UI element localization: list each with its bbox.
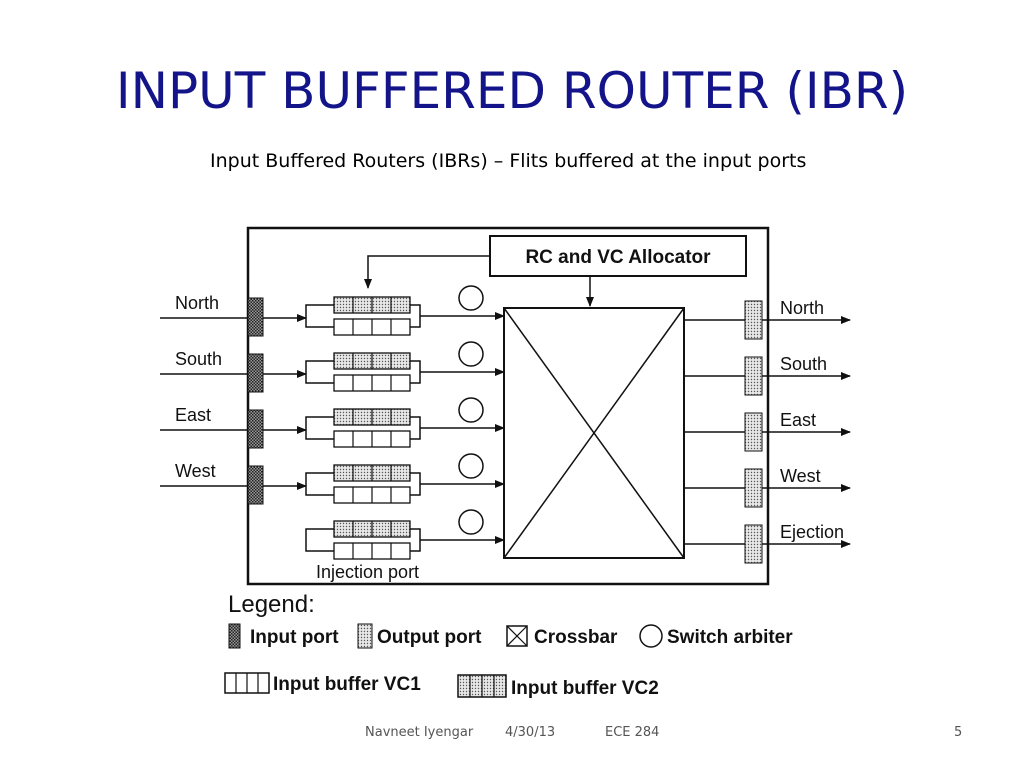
legend-crossbar-swatch: [506, 625, 528, 647]
input-buffer-east: [305, 397, 505, 448]
legend-vc1-swatch: [224, 672, 270, 694]
output-port-label: East: [780, 410, 816, 430]
legend-output-port-swatch: [357, 623, 373, 649]
input-port-block: [247, 409, 264, 449]
input-port-block: [247, 465, 264, 505]
allocator-label: RC and VC Allocator: [525, 247, 711, 268]
switch-arbiter-icon: [458, 453, 484, 479]
legend-vc2-swatch: [457, 674, 507, 698]
switch-arbiter-icon: [458, 397, 484, 423]
input-port-west: West: [160, 453, 505, 505]
legend: Legend: Input port Output port Crossbar …: [224, 591, 793, 699]
legend-input-port: Input port: [250, 627, 339, 648]
legend-crossbar: Crossbar: [534, 627, 618, 648]
injection-row: [305, 509, 505, 560]
switch-arbiter-icon: [458, 285, 484, 311]
switch-arbiter-icon: [458, 341, 484, 367]
legend-buffer-vc1: Input buffer VC1: [273, 674, 421, 695]
output-port-block: [744, 356, 763, 396]
input-port-east: East: [160, 397, 505, 449]
footer-author: Navneet Iyengar: [365, 725, 474, 740]
injection-port-label: Injection port: [316, 562, 419, 582]
footer-date: 4/30/13: [505, 725, 556, 740]
output-port-label: South: [780, 354, 827, 374]
legend-switch-arbiter: Switch arbiter: [667, 627, 793, 648]
input-port-label: West: [175, 461, 216, 481]
input-buffer-south: [305, 341, 505, 392]
input-port-label: North: [175, 293, 219, 313]
input-port-block: [247, 353, 264, 393]
output-port-label: North: [780, 298, 824, 318]
legend-title: Legend:: [228, 591, 315, 618]
input-port-south: South: [160, 341, 505, 393]
output-port-north: North: [684, 298, 851, 340]
output-port-block: [744, 524, 763, 564]
legend-output-port: Output port: [377, 627, 482, 648]
output-port-label: Ejection: [780, 522, 844, 542]
output-port-south: South: [684, 354, 851, 396]
slide-subtitle: Input Buffered Routers (IBRs) – Flits bu…: [210, 150, 807, 172]
legend-buffer-vc2: Input buffer VC2: [511, 678, 659, 699]
input-buffer-injection: [305, 509, 505, 560]
input-buffer-north: [305, 285, 505, 336]
rc-vc-allocator: RC and VC Allocator: [364, 235, 747, 307]
input-buffer-west: [305, 453, 505, 504]
input-port-block: [247, 297, 264, 337]
footer-course: ECE 284: [605, 725, 660, 740]
footer-page: 5: [954, 725, 963, 740]
output-port-block: [744, 300, 763, 340]
legend-input-port-swatch: [228, 623, 241, 649]
output-port-label: West: [780, 466, 821, 486]
output-port-west: West: [684, 466, 851, 508]
output-port-ejection: Ejection: [684, 522, 851, 564]
output-port-block: [744, 468, 763, 508]
output-port-east: East: [684, 410, 851, 452]
router-boundary: [246, 226, 770, 586]
legend-switch-arbiter-swatch: [639, 624, 663, 648]
switch-arbiter-icon: [458, 509, 484, 535]
input-port-label: South: [175, 349, 222, 369]
crossbar: [503, 307, 685, 559]
output-port-block: [744, 412, 763, 452]
input-port-north: North: [160, 285, 505, 337]
slide-title: INPUT BUFFERED ROUTER (IBR): [115, 62, 909, 120]
input-port-label: East: [175, 405, 211, 425]
